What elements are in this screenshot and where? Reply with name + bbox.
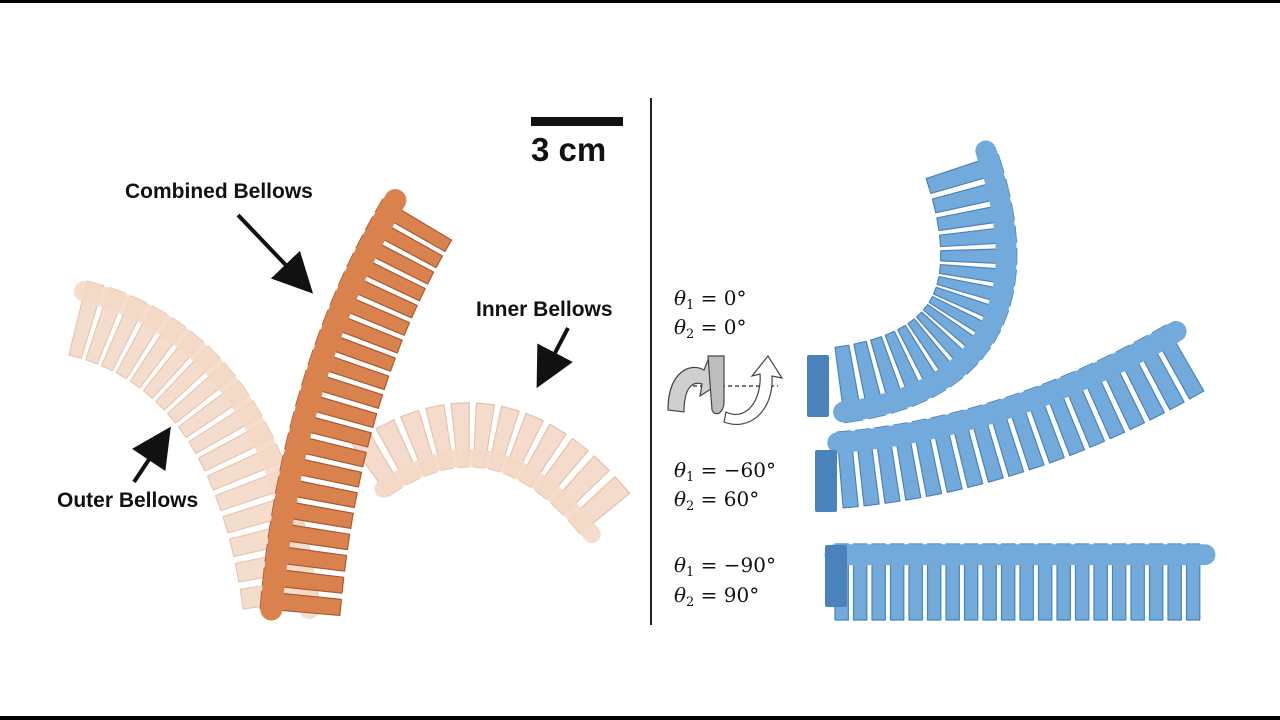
actuator-curved-strong bbox=[807, 140, 1018, 424]
combined-arrow-icon bbox=[236, 213, 314, 294]
frame-bottom-border bbox=[0, 716, 1280, 720]
scale-bar bbox=[531, 117, 623, 126]
rotation-arrows-icon bbox=[667, 354, 784, 425]
actuator-straight bbox=[824, 543, 1216, 621]
combined-bellows-shape bbox=[259, 189, 453, 621]
combined-bellows-label: Combined Bellows bbox=[125, 180, 313, 203]
condition-1-theta1: θ1 = 0° bbox=[674, 286, 747, 313]
actuator-curved-mild bbox=[815, 320, 1205, 512]
outer-arrow-icon bbox=[132, 426, 171, 484]
condition-2-theta2: θ2 = 60° bbox=[674, 487, 760, 514]
condition-3-theta1: θ1 = −90° bbox=[674, 553, 777, 580]
outer-bellows-label: Outer Bellows bbox=[57, 489, 199, 512]
inner-bellows-label: Inner Bellows bbox=[476, 298, 613, 321]
inner-bellows-shape bbox=[351, 402, 631, 544]
inner-arrow-icon bbox=[536, 327, 573, 389]
condition-1-theta2: θ2 = 0° bbox=[674, 315, 747, 342]
frame-top-border bbox=[0, 0, 1280, 3]
condition-3-theta2: θ2 = 90° bbox=[674, 583, 760, 610]
condition-2-theta1: θ1 = −60° bbox=[674, 458, 777, 485]
scale-bar-label: 3 cm bbox=[531, 131, 607, 168]
